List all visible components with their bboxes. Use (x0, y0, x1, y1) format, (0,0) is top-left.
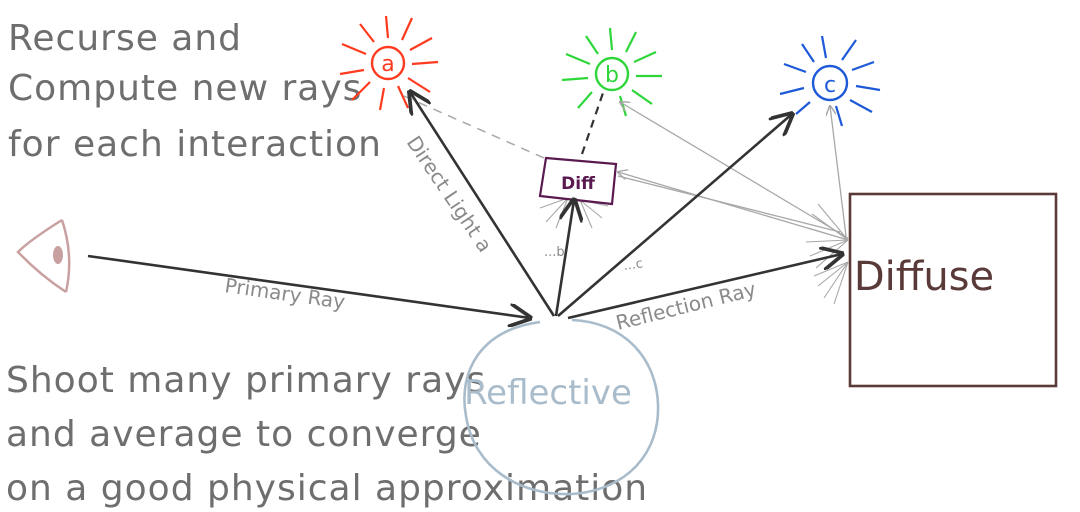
reflective-object: Reflective (463, 318, 660, 496)
light-b-circle (594, 56, 630, 92)
ray-to-c (557, 114, 792, 317)
diff-patch-label: Diff (561, 174, 595, 194)
diffuse-to-b-ray (620, 102, 849, 239)
light-c-label: c (824, 73, 836, 98)
reflection-ray-label: Reflection Ray (613, 277, 758, 335)
light-b: b (561, 27, 662, 117)
light-a-label: a (381, 52, 394, 77)
light-b-rays-icon (561, 27, 662, 117)
primary-ray (87, 254, 530, 318)
diff-patch-box (538, 156, 618, 206)
instruction-bottom-line-2: and average to converge (6, 414, 482, 455)
secondary-rays (617, 102, 849, 241)
direct-light-ray (410, 92, 556, 317)
instruction-top-line-1: Recurse and (8, 18, 242, 59)
reflective-label: Reflective (464, 373, 632, 413)
instruction-bottom: Shoot many primary rays and average to c… (6, 360, 648, 509)
diffuse-object: Diffuse (848, 192, 1058, 388)
light-a: a (339, 15, 439, 111)
ray-to-patch (554, 200, 574, 317)
diffuse-box (848, 192, 1058, 388)
diffuse-label: Diffuse (854, 254, 994, 300)
instruction-top-line-3: for each interaction (8, 124, 382, 165)
instruction-bottom-line-1: Shoot many primary rays (6, 360, 486, 401)
light-b-label: b (605, 63, 619, 88)
patch-to-b-dashed (580, 89, 606, 155)
direct-light-label: Direct Light a (402, 131, 497, 256)
light-c: c (779, 35, 881, 127)
to-c-label: ...c (622, 256, 643, 274)
reflection-ray (567, 254, 842, 320)
eye-icon (16, 218, 71, 294)
primary-ray-label: Primary Ray (223, 273, 347, 314)
reflective-sphere (463, 318, 660, 496)
diffuse-to-c-ray (830, 106, 847, 237)
light-c-circle (811, 64, 849, 102)
diff-patch: Diff (538, 156, 618, 206)
instruction-top: Recurse and Compute new rays for each in… (8, 18, 382, 165)
instruction-top-line-2: Compute new rays (8, 68, 362, 109)
to-b-label: ...b (544, 245, 565, 260)
instruction-bottom-line-3: on a good physical approximation (6, 468, 648, 509)
light-c-rays-icon (779, 35, 881, 127)
patch-to-diffuse-ray (617, 175, 841, 233)
main-rays (87, 92, 842, 320)
light-a-circle (370, 45, 406, 81)
